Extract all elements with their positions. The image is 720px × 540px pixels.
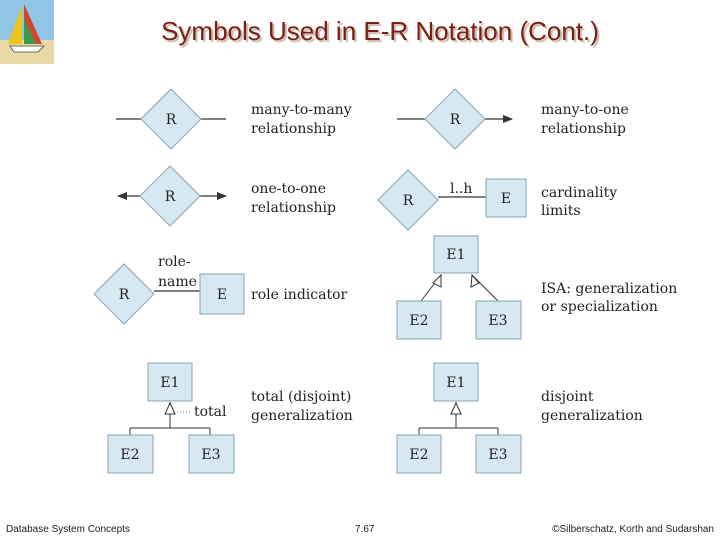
- relationship-r-label: R: [119, 287, 130, 303]
- many-to-many-sublabel: relationship: [251, 121, 336, 137]
- relationship-r-label: R: [166, 112, 177, 128]
- relationship-r-label: R: [403, 193, 414, 209]
- cardinality-sublabel: limits: [541, 203, 581, 219]
- footer-right: ©Silberschatz, Korth and Sudarshan: [552, 524, 714, 535]
- cardinality-range-label: l..h: [450, 181, 472, 197]
- isa-symbol: E1 E2 E3: [396, 235, 522, 340]
- entity-e2-label: E2: [120, 447, 139, 463]
- role-indicator-symbol: R E role- name: [93, 254, 245, 325]
- many-to-many-label: many-to-many: [251, 102, 352, 118]
- many-to-one-sublabel: relationship: [541, 121, 626, 137]
- one-to-one-symbol: R: [117, 165, 227, 227]
- disjoint-generalization-symbol: E1 E2 E3: [396, 362, 522, 474]
- entity-e-label: E: [501, 191, 511, 207]
- entity-e3-label: E3: [488, 313, 507, 329]
- entity-e3-label: E3: [488, 447, 507, 463]
- relationship-r-label: R: [165, 189, 176, 205]
- disjoint-generalization-label: disjoint: [541, 389, 594, 405]
- total-generalization-symbol: E1 total E2 E3: [107, 362, 235, 474]
- role-name-label-2: name: [158, 274, 197, 290]
- cardinality-label: cardinality: [541, 185, 617, 201]
- entity-e1-label: E1: [446, 375, 465, 391]
- entity-e2-label: E2: [409, 447, 428, 463]
- entity-e1-label: E1: [446, 247, 465, 263]
- sailboat-logo-icon: [0, 0, 54, 64]
- many-to-one-label: many-to-one: [541, 102, 629, 118]
- role-name-label: role-: [158, 254, 191, 270]
- one-to-one-sublabel: relationship: [251, 200, 336, 216]
- entity-e-label: E: [217, 287, 227, 303]
- one-to-one-label: one-to-one: [251, 181, 326, 197]
- entity-e3-label: E3: [201, 447, 220, 463]
- entity-e1-label: E1: [160, 375, 179, 391]
- entity-e2-label: E2: [409, 313, 428, 329]
- many-to-one-symbol: R: [397, 88, 513, 150]
- relationship-r-label: R: [450, 112, 461, 128]
- footer-page-number: 7.67: [355, 524, 375, 535]
- isa-sublabel: or specialization: [541, 299, 658, 315]
- total-mark-label: total: [194, 404, 227, 420]
- disjoint-generalization-sublabel: generalization: [541, 408, 643, 424]
- cardinality-symbol: R E l..h: [377, 169, 527, 231]
- total-generalization-sublabel: generalization: [251, 408, 353, 424]
- many-to-many-symbol: R: [116, 88, 226, 150]
- total-generalization-label: total (disjoint): [251, 389, 351, 405]
- footer-left: Database System Concepts: [6, 524, 130, 535]
- isa-label: ISA: generalization: [541, 281, 677, 297]
- role-indicator-label: role indicator: [251, 287, 348, 303]
- slide-title: Symbols Used in E-R Notation (Cont.): [161, 16, 599, 46]
